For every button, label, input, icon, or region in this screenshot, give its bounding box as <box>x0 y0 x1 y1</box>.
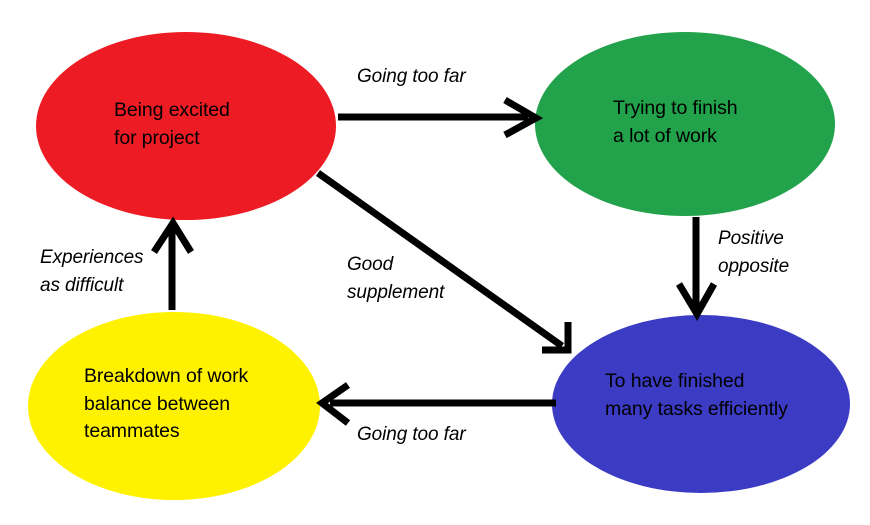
edge-excited-to-finished <box>315 170 572 354</box>
edge-finished-to-breakdown <box>316 382 556 426</box>
edge-label-going-too-far-bottom: Going too far <box>357 424 466 445</box>
edge-breakdown-to-excited <box>151 216 194 310</box>
node-to-have-finished[interactable] <box>552 315 850 493</box>
edge-label-experiences-as-difficult: Experiences as difficult <box>40 247 144 296</box>
node-breakdown-of-work[interactable] <box>28 312 320 500</box>
edge-label-going-too-far-top: Going too far <box>357 66 466 87</box>
edge-excited-to-trying <box>338 96 544 139</box>
node-being-excited[interactable] <box>36 32 336 220</box>
edge-label-good-supplement: Good supplement <box>347 254 445 303</box>
node-trying-to-finish[interactable] <box>535 32 835 216</box>
edge-trying-to-finished <box>675 217 718 321</box>
edge-label-positive-opposite: Positive opposite <box>718 228 790 277</box>
